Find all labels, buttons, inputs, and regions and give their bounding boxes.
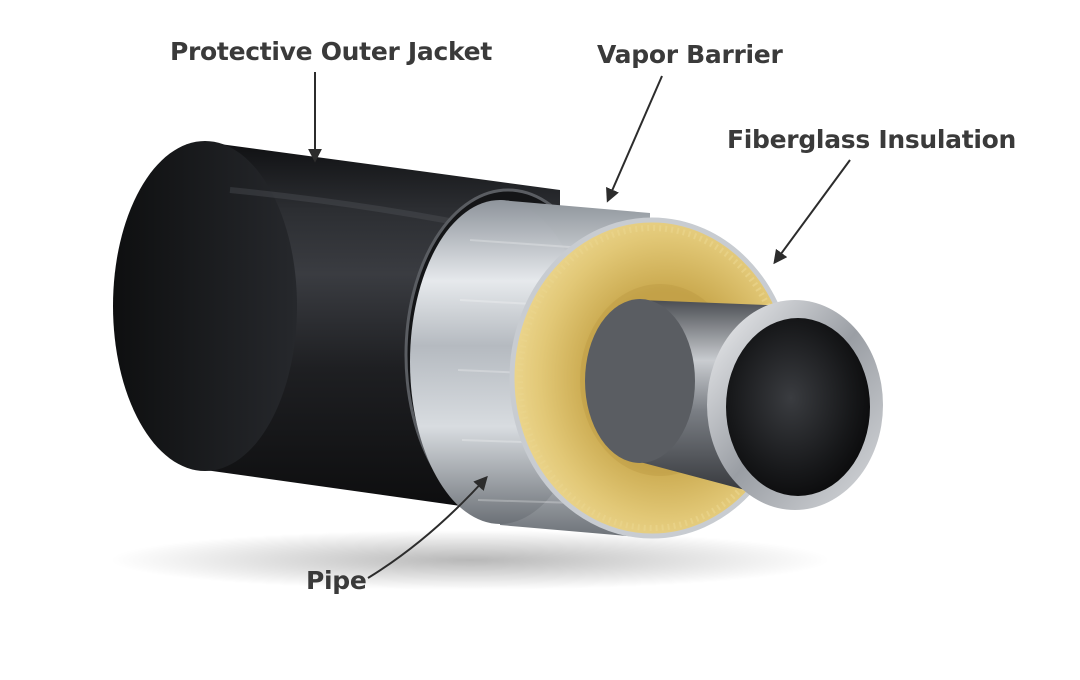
ground-shadow [110,530,830,590]
label-outer-jacket: Protective Outer Jacket [170,37,492,66]
leader-pipe [367,475,488,579]
label-vapor-barrier: Vapor Barrier [597,40,783,69]
leader-vapor-barrier [606,75,663,203]
label-fiberglass-insulation: Fiberglass Insulation [727,125,1017,154]
label-pipe: Pipe [306,566,367,595]
steel-pipe [585,299,883,510]
leader-lines [308,72,851,579]
leader-insulation [773,159,851,265]
